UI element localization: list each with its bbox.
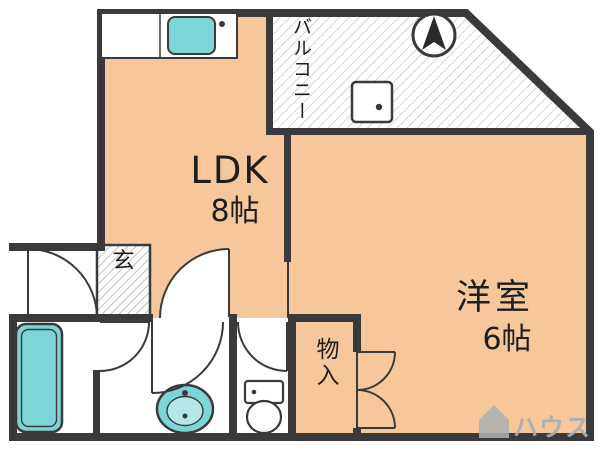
balcony-bottom-wall [266, 128, 592, 135]
toilet-button [251, 389, 257, 395]
room-label-western: 洋室 [455, 278, 534, 318]
bathtub-outer [14, 322, 64, 434]
exterior-wall [9, 9, 594, 441]
washroom-toilet-wall [229, 314, 237, 441]
room-label-entrance: 玄 [112, 249, 135, 274]
compass-needle [422, 16, 446, 50]
room-label-ldk: LDK [190, 149, 270, 192]
bathroom-door-arc [99, 321, 150, 372]
storage-door-arc-bottom [356, 389, 396, 429]
toilet-icon [243, 379, 285, 435]
washbasin-basin [166, 395, 204, 427]
washbasin-faucet [182, 390, 188, 396]
storage-door-arc-top [356, 351, 396, 391]
storage-top-wall [296, 314, 356, 322]
doors [27, 248, 396, 429]
toilet-bowl [245, 399, 283, 435]
room-size-western: 6帖 [482, 322, 532, 357]
bathtub-icon [14, 322, 64, 434]
toilet-storage-wall [288, 314, 296, 441]
ldk-western-sliding-door [287, 262, 289, 318]
north-compass-icon [411, 12, 457, 58]
room-label-storage: 物入 [312, 337, 338, 389]
washbasin-icon [155, 383, 215, 435]
water-heater-body [350, 80, 394, 124]
bath-corridor-wall [9, 314, 153, 322]
watermark-brand: ハウスコム [513, 413, 592, 452]
storage-floor [294, 318, 356, 441]
water-heater-icon [350, 80, 394, 124]
entrance-floor [95, 243, 152, 318]
water-heater-dot [375, 103, 383, 111]
ldk-door-arc [159, 248, 230, 319]
interior-walls [9, 9, 592, 441]
balcony-left-wall [266, 9, 273, 135]
front-door-arc [27, 248, 98, 319]
watermark-house-icon [479, 405, 509, 438]
washbasin-drain [182, 413, 188, 419]
faucet-icon [219, 21, 225, 27]
storage-east-wall-bottom [353, 428, 361, 441]
room-size-ldk: 8帖 [210, 194, 260, 229]
ldk-western-wall [284, 128, 291, 262]
balcony-floor [268, 13, 588, 130]
washroom-door-arc [151, 321, 224, 394]
kitchen-counter [100, 12, 238, 59]
toilet-tank [243, 379, 285, 405]
bath-washroom-wall [93, 370, 100, 441]
toilet-door-arc [237, 321, 288, 372]
western-room-floor [288, 130, 594, 441]
ldk-door-swing-area [160, 249, 229, 318]
storage-east-wall-top [353, 314, 361, 352]
front-door-opening [8, 251, 17, 315]
kitchen-sink-icon [167, 16, 216, 55]
bathtub-inner [20, 328, 58, 428]
room-label-balcony: バルコニー [290, 17, 312, 122]
